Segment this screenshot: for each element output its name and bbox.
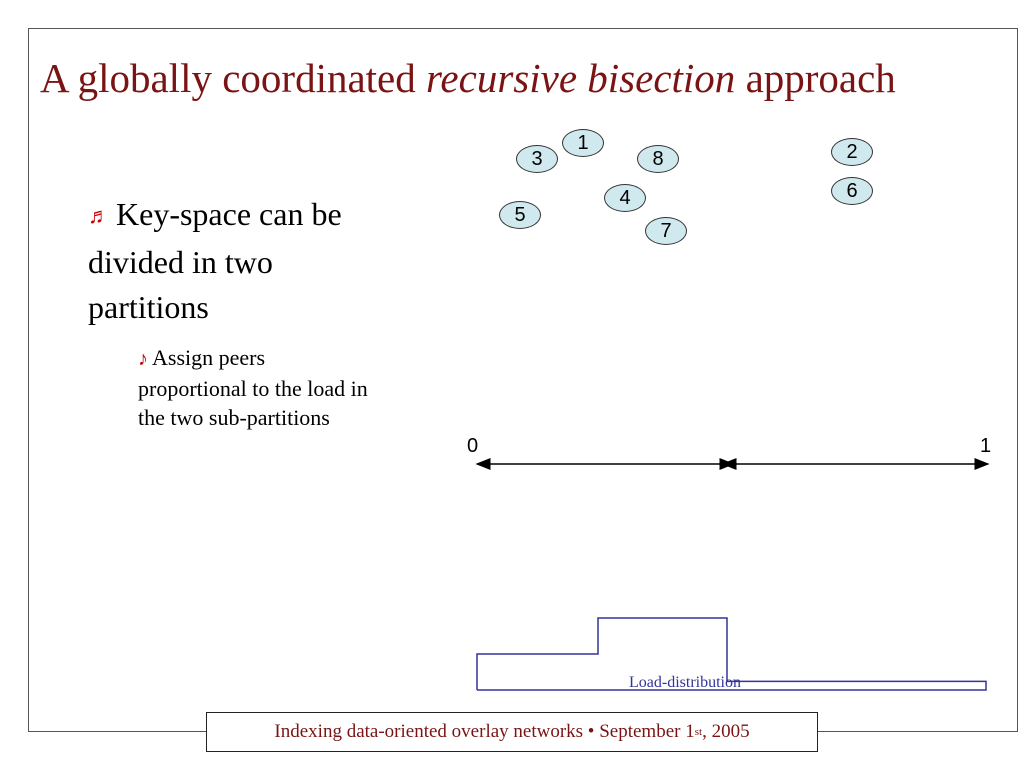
bullet-level-2: ♪Assign peers proportional to the load i… <box>138 343 374 432</box>
peer-node-3: 3 <box>516 145 558 173</box>
music-note-red-icon: ♪ <box>138 348 148 370</box>
peer-node-2: 2 <box>831 138 873 166</box>
footer-caption: Indexing data-oriented overlay networks … <box>206 712 818 752</box>
peer-node-4: 4 <box>604 184 646 212</box>
load-distribution-label: Load-distribution <box>629 674 741 691</box>
keyspace-start-label: 0 <box>467 435 479 457</box>
title-emphasis: recursive bisection <box>426 55 736 101</box>
load-distribution-curve <box>476 617 987 691</box>
bullet-text: Key-space can be divided in two partitio… <box>88 196 342 325</box>
peer-node-7: 7 <box>645 217 687 245</box>
bullet-level-1: ♬Key-space can be divided in two partiti… <box>88 192 388 330</box>
slide-title: A globally coordinated recursive bisecti… <box>40 55 896 101</box>
peer-node-5: 5 <box>499 201 541 229</box>
peer-node-6: 6 <box>831 177 873 205</box>
bullet-text: Assign peers proportional to the load in… <box>138 345 368 430</box>
peer-node-1: 1 <box>562 129 604 157</box>
music-note-red-icon: ♬ <box>88 203 110 228</box>
peer-node-8: 8 <box>637 145 679 173</box>
keyspace-end-label: 1 <box>980 435 992 457</box>
